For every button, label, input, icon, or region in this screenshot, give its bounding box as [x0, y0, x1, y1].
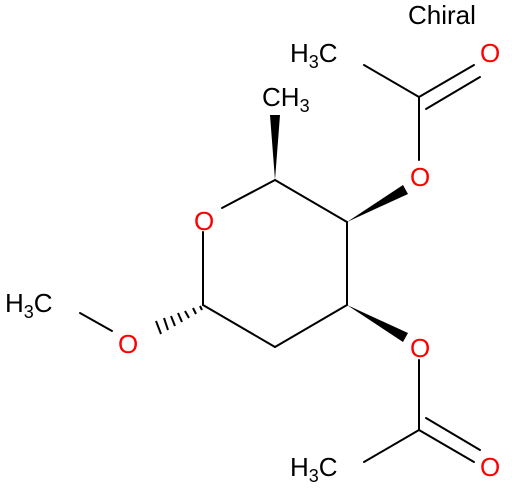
- wedge-c4-oester-top: [347, 185, 408, 222]
- ch3-ring-label: CH3: [262, 82, 310, 116]
- bond-ccarbonyl-bottom-ch3: [363, 429, 420, 463]
- ring-oxygen-label: O: [194, 206, 214, 236]
- ester-bottom-oxygen-label: O: [410, 333, 430, 363]
- svg-text:H3C: H3C: [290, 452, 338, 486]
- svg-text:CH3: CH3: [262, 82, 310, 116]
- ester-top-oxygen-label: O: [410, 162, 430, 192]
- bond-omethoxy-h3c: [79, 312, 113, 332]
- bond-c2-c3: [274, 304, 348, 348]
- h3c-methoxy-label: H3C: [5, 288, 53, 322]
- hash-c1-omethoxy: [155, 305, 203, 335]
- bond-ccarbonyl-top-o-2: [425, 76, 481, 110]
- bond-ccarbonyl-bottom-o-1: [418, 429, 475, 463]
- bond-ccarbonyl-top-ch3: [363, 64, 420, 98]
- wedge-c3-oester-bottom: [347, 305, 408, 342]
- wedge-c5-ch3: [270, 115, 280, 180]
- carbonyl-top-oxygen-label: O: [480, 38, 500, 68]
- chiral-label: Chiral: [408, 0, 476, 30]
- methoxy-oxygen-label: O: [118, 329, 138, 359]
- svg-text:H3C: H3C: [5, 288, 53, 322]
- bond-c4-c5: [274, 179, 348, 223]
- bond-ccarbonyl-top-o-1: [418, 64, 475, 98]
- carbonyl-bottom-oxygen-label: O: [480, 452, 500, 482]
- h3c-bottom-acetyl-label: H3C: [290, 452, 338, 486]
- bond-c1-c2: [202, 304, 276, 348]
- bond-ccarbonyl-bottom-o-2: [425, 417, 481, 451]
- svg-text:H3C: H3C: [290, 38, 338, 72]
- bond-c5-oring: [221, 179, 276, 209]
- h3c-top-acetyl-label: H3C: [290, 38, 338, 72]
